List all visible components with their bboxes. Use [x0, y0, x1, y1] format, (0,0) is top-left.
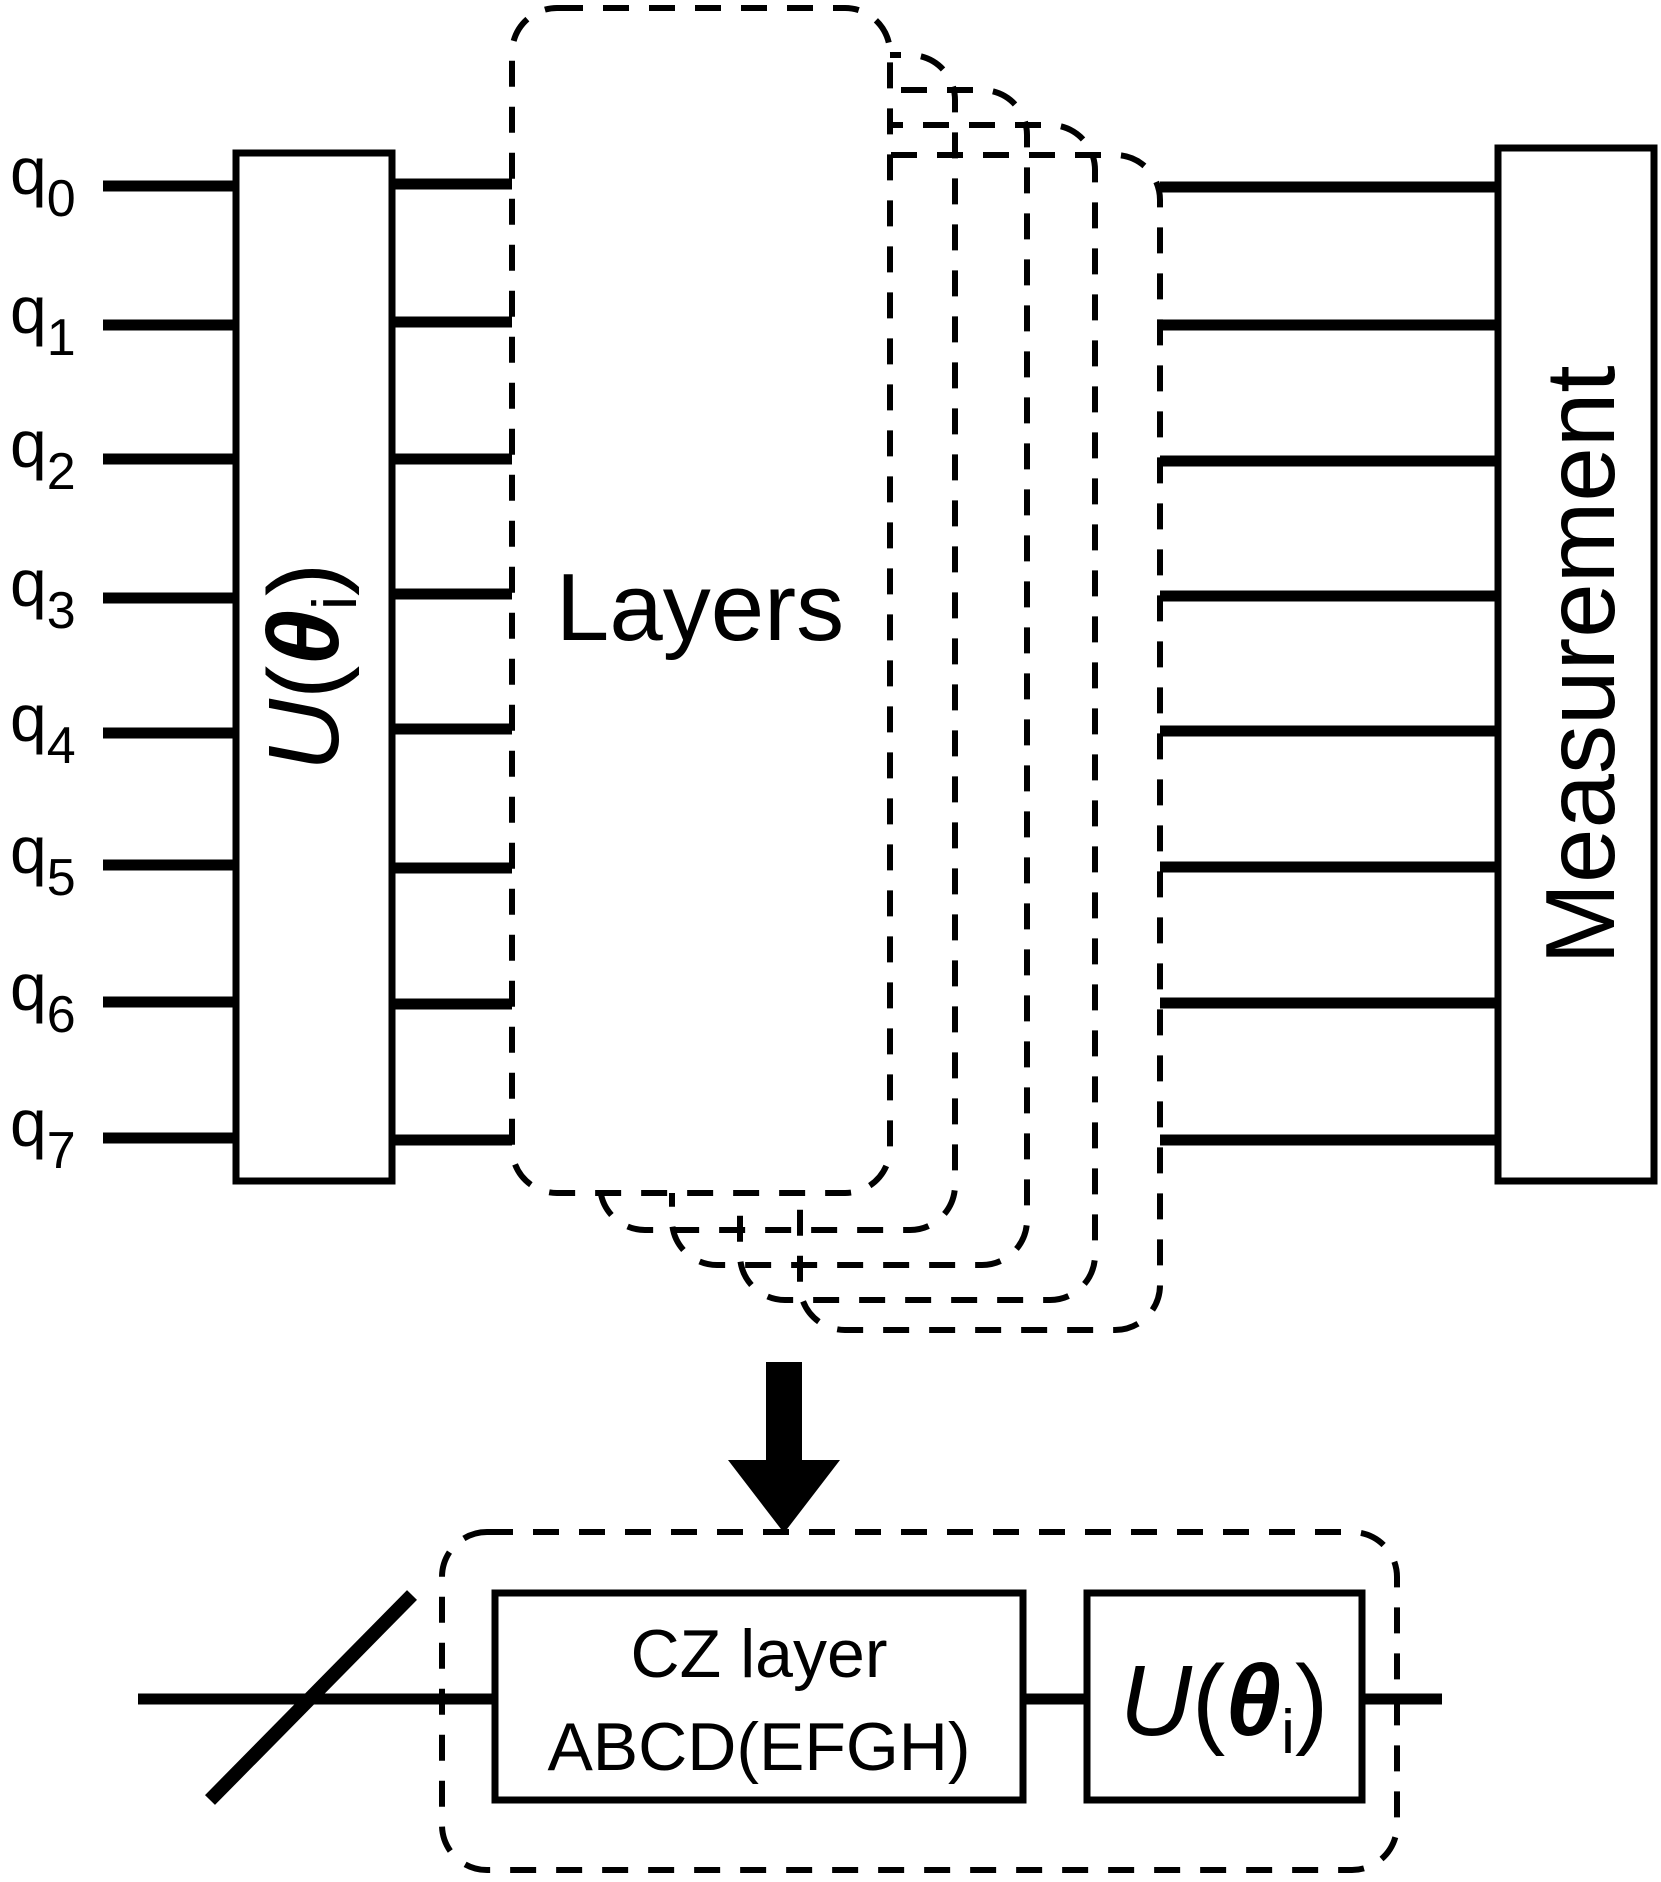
layer-box-1	[509, 5, 893, 1196]
layers-label: Layers	[556, 554, 844, 661]
qubit-label: q7	[10, 1086, 76, 1180]
qubit-label: q3	[10, 546, 76, 640]
layer-box-5	[797, 152, 1163, 1333]
qubit-label: q0	[10, 134, 76, 228]
unitary-gate-label: U(θi)	[248, 563, 370, 771]
cz-layer-pattern: ABCD(EFGH)	[547, 1709, 970, 1785]
qubit-wires	[103, 178, 1498, 1146]
cz-layer-box	[491, 1589, 1027, 1804]
unitary-gate-detail-box	[1083, 1589, 1366, 1804]
layer-detail-dashed-box	[439, 1529, 1400, 1873]
qubit-label: q2	[10, 407, 76, 501]
down-arrow-icon	[728, 1362, 840, 1533]
layer-detail: CZ layer ABCD(EFGH) U(θi)	[138, 1529, 1442, 1873]
bundle-slash	[205, 1590, 417, 1805]
qubit-label: q4	[10, 681, 76, 775]
qubit-label: q6	[10, 950, 76, 1044]
qubit-label: q5	[10, 813, 76, 907]
layers-stack: Layers	[509, 5, 1163, 1333]
unitary-gate-box	[232, 149, 396, 1185]
qubit-label: q1	[10, 273, 76, 367]
unitary-gate-left: U(θi)	[232, 149, 396, 1185]
qubit-labels: q0 q1 q2 q3 q4 q5 q6 q7	[10, 134, 76, 1180]
measurement-label: Measurement	[1525, 365, 1635, 964]
measurement-block: Measurement	[1494, 144, 1658, 1185]
unitary-gate-detail-label: U(θi)	[1120, 1645, 1328, 1767]
measurement-box	[1494, 144, 1658, 1185]
cz-layer-label: CZ layer	[631, 1616, 888, 1692]
